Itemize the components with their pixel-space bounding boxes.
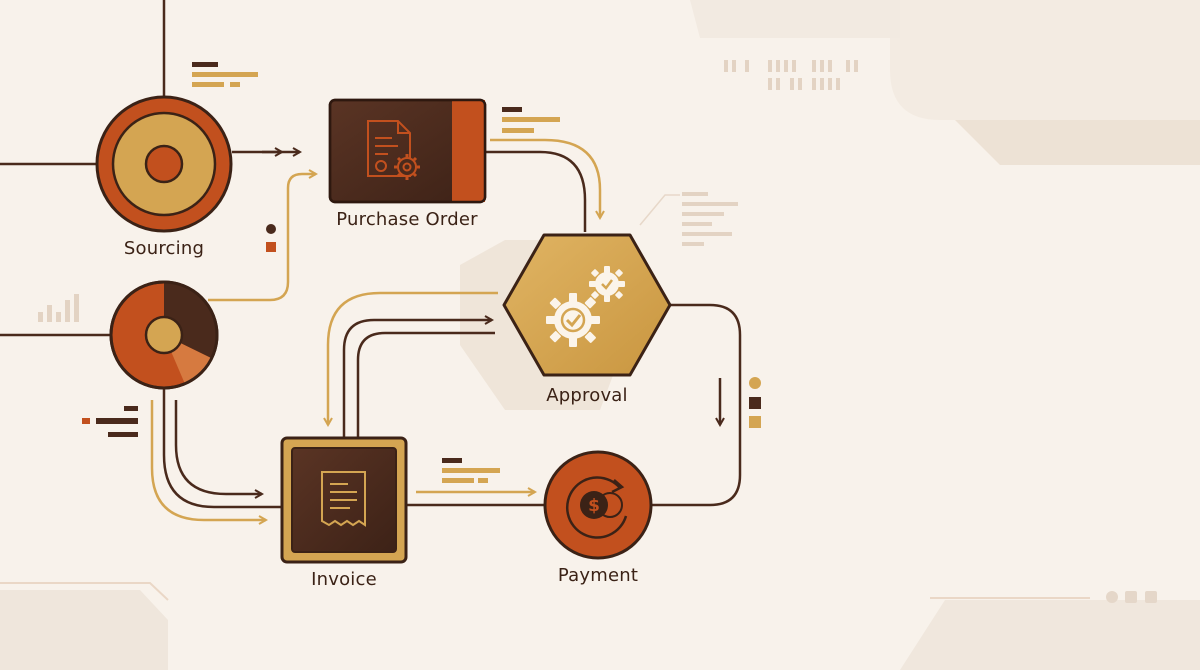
decor-markers-right xyxy=(749,377,761,428)
line-pie-to-invoice-3 xyxy=(162,388,282,509)
sourcing-node[interactable] xyxy=(95,95,233,233)
decor-bars xyxy=(38,294,79,322)
connectors xyxy=(0,0,742,520)
arrow-pie-to-invoice-gold xyxy=(150,400,266,520)
receipt-icon xyxy=(321,471,366,527)
line-approval-to-payment xyxy=(652,303,742,507)
decor-bars-sourcing xyxy=(192,62,258,87)
purchase-order-label: Purchase Order xyxy=(336,209,478,230)
purchase-order-node[interactable] xyxy=(328,98,487,204)
pie-node[interactable] xyxy=(109,280,219,390)
arrow-approval-to-invoice-gold xyxy=(328,291,498,425)
decor-bars-left xyxy=(82,406,138,437)
approval-node[interactable] xyxy=(502,233,672,377)
arrow-pie-to-invoice xyxy=(174,400,262,494)
document-gears-icon xyxy=(367,120,420,180)
decor-markers-left xyxy=(266,224,276,252)
arrow-invoice-to-approval xyxy=(342,320,492,438)
decor-text-lines xyxy=(639,192,738,246)
gears-check-icon xyxy=(546,266,625,347)
payment-node[interactable]: $ xyxy=(543,450,653,560)
decor-bars-payment xyxy=(442,458,500,483)
svg-text:$: $ xyxy=(588,496,600,516)
arrow-po-to-approval-gold xyxy=(490,138,600,218)
arrow-pie-to-po-gold xyxy=(208,174,316,302)
decor-bars-po xyxy=(502,107,560,133)
approval-label: Approval xyxy=(546,385,628,406)
sourcing-label: Sourcing xyxy=(123,238,205,259)
dollar-coin-cycle-icon: $ xyxy=(565,476,628,539)
line-po-to-approval xyxy=(486,150,587,232)
invoice-node[interactable] xyxy=(280,436,408,564)
payment-label: Payment xyxy=(557,565,639,586)
line-invoice-to-approval-2 xyxy=(356,331,495,438)
background-lines xyxy=(0,582,1090,601)
invoice-label: Invoice xyxy=(311,569,377,590)
decor-ticks xyxy=(724,60,858,90)
decor-dots-bottom-right xyxy=(1106,591,1157,603)
